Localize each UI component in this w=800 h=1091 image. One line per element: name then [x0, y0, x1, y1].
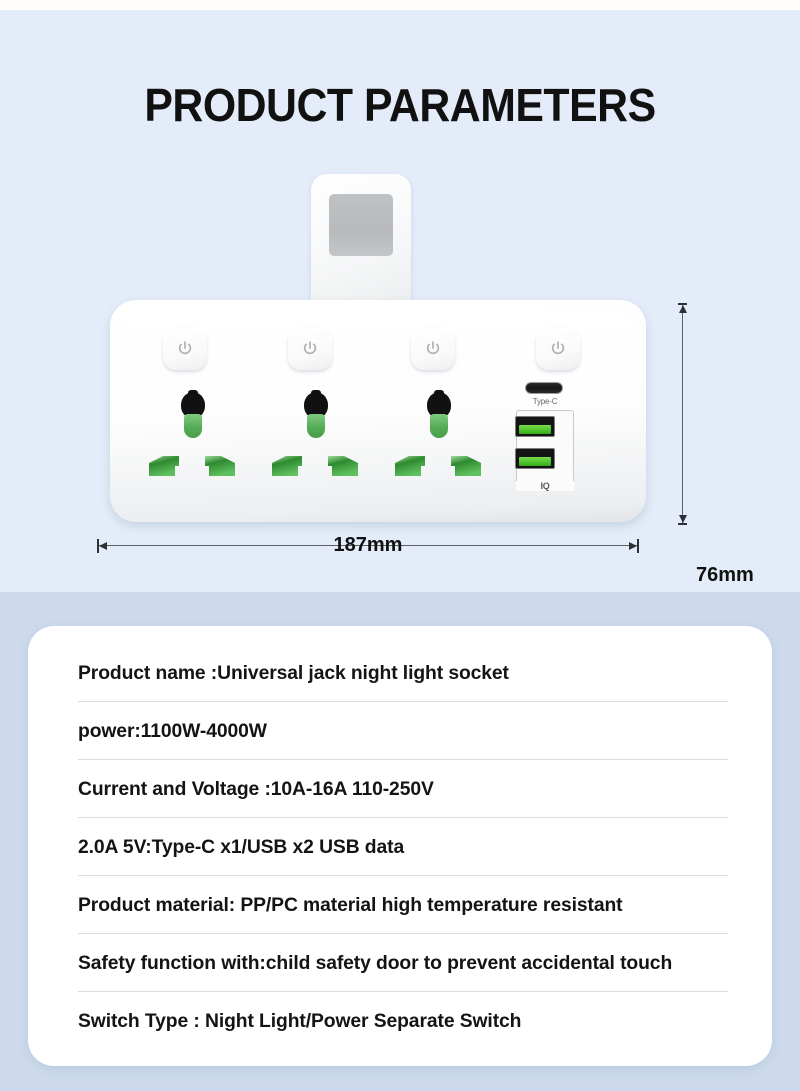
live-slot-left [393, 452, 427, 480]
spec-divider [78, 991, 728, 992]
spec-text: Switch Type : Night Light/Power Separate… [78, 1009, 522, 1032]
universal-socket-1 [133, 390, 253, 500]
width-dimension-line [97, 539, 639, 553]
live-slot-left [270, 452, 304, 480]
iq-label: IQ [516, 481, 574, 491]
product-illustration: Type-C IQ 76mm [0, 160, 800, 586]
spec-divider [78, 875, 728, 876]
specification-list: Product name :Universal jack night light… [78, 644, 728, 1050]
spec-text: power:1100W-4000W [78, 719, 267, 742]
earth-pin-hole [181, 392, 205, 418]
spec-row-switch-type: Switch Type : Night Light/Power Separate… [78, 992, 728, 1050]
spec-divider [78, 817, 728, 818]
spec-text: Product name :Universal jack night light… [78, 661, 509, 684]
spec-row-usb-output: 2.0A 5V:Type-C x1/USB x2 USB data [78, 818, 728, 876]
type-c-port [525, 382, 563, 394]
universal-socket-2 [256, 390, 376, 500]
spec-divider [78, 759, 728, 760]
power-button-3[interactable] [411, 328, 455, 370]
specification-card: Product name :Universal jack night light… [28, 626, 772, 1066]
neutral-slot-right [449, 452, 483, 480]
width-dimension-label: 187mm [333, 534, 403, 556]
neutral-slot-right [326, 452, 360, 480]
power-button-1[interactable] [163, 328, 207, 370]
spec-text: Safety function with:child safety door t… [78, 951, 673, 974]
page-title: PRODUCT PARAMETERS [144, 79, 656, 131]
power-button-2[interactable] [288, 328, 332, 370]
height-dimension-label: 76mm [696, 564, 754, 586]
power-icon [303, 341, 317, 355]
power-button-4[interactable] [536, 328, 580, 370]
neutral-slot-right [203, 452, 237, 480]
spec-divider [78, 1049, 728, 1050]
earth-pin-hole [304, 392, 328, 418]
earth-safety-shutter [430, 414, 448, 438]
usb-a-port-1 [515, 416, 555, 437]
spec-text: 2.0A 5V:Type-C x1/USB x2 USB data [78, 835, 405, 858]
universal-socket-3 [379, 390, 499, 500]
live-slot-left [147, 452, 181, 480]
spec-row-power: power:1100W-4000W [78, 702, 728, 760]
usb-tongue [519, 457, 551, 466]
type-c-label: Type-C [532, 397, 558, 406]
usb-port-group: Type-C IQ [505, 382, 591, 502]
earth-safety-shutter [307, 414, 325, 438]
usb-a-port-2 [515, 448, 555, 469]
earth-safety-shutter [184, 414, 202, 438]
height-dimension-line [678, 303, 687, 525]
spec-row-product-name: Product name :Universal jack night light… [78, 644, 728, 702]
spec-row-material: Product material: PP/PC material high te… [78, 876, 728, 934]
spec-text: Current and Voltage :10A-16A 110-250V [78, 777, 434, 800]
usb-tongue [519, 425, 551, 434]
power-icon [551, 341, 565, 355]
spec-row-current-voltage: Current and Voltage :10A-16A 110-250V [78, 760, 728, 818]
earth-pin-hole [427, 392, 451, 418]
night-light-panel [329, 194, 393, 256]
spec-row-safety-function: Safety function with:child safety door t… [78, 934, 728, 992]
spec-divider [78, 933, 728, 934]
spec-divider [78, 701, 728, 702]
power-icon [426, 341, 440, 355]
power-icon [178, 341, 192, 355]
spec-text: Product material: PP/PC material high te… [78, 893, 623, 916]
